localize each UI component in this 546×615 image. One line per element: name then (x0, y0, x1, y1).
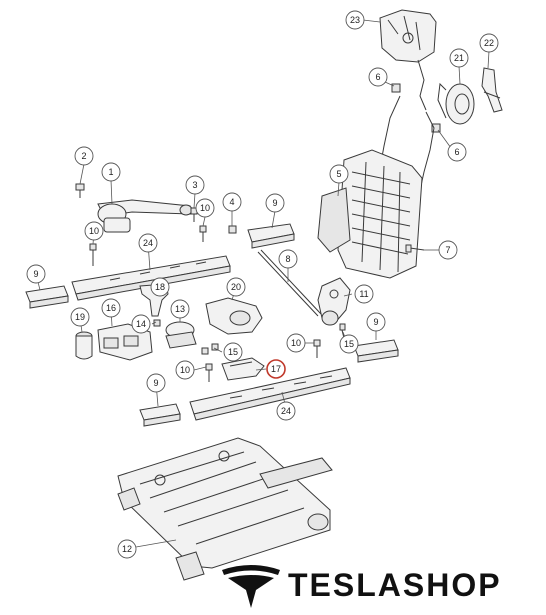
callout-2: 2 (74, 146, 94, 166)
callout-20: 20 (226, 277, 246, 297)
callout-24-upper: 24 (138, 233, 158, 253)
svg-text:9: 9 (272, 198, 277, 208)
svg-text:3: 3 (192, 180, 197, 190)
svg-text:6: 6 (454, 147, 459, 157)
callout-14: 14 (131, 314, 151, 334)
part-9-cover-d (139, 403, 181, 427)
part-8-torsion-rod (257, 249, 322, 317)
part-19-motor-cylinder (75, 331, 93, 360)
svg-text:22: 22 (484, 38, 494, 48)
part-13-motor (165, 321, 197, 349)
callout-6-lower: 6 (447, 142, 467, 162)
callout-10-b: 10 (84, 221, 104, 241)
part-14-screw (153, 319, 161, 327)
svg-text:10: 10 (291, 338, 301, 348)
tesla-t-logo-icon (222, 565, 280, 608)
part-5-backrest-frame (317, 149, 423, 279)
svg-text:19: 19 (75, 312, 85, 322)
callout-11: 11 (354, 284, 374, 304)
part-2-bolt (75, 183, 85, 198)
callouts: 23 22 21 6 6 5 7 2 1 3 10 4 9 10 24 8 9 … (26, 10, 499, 559)
callout-9-b: 9 (26, 264, 46, 284)
callout-9-a: 9 (265, 193, 285, 213)
part-12-seat-frame (117, 437, 333, 581)
callout-22: 22 (479, 33, 499, 53)
callout-16: 16 (101, 298, 121, 318)
svg-text:14: 14 (136, 319, 146, 329)
callout-23: 23 (345, 10, 365, 30)
svg-text:9: 9 (33, 269, 38, 279)
svg-text:9: 9 (373, 317, 378, 327)
part-10-screw-a (199, 225, 207, 242)
callout-15-b: 15 (339, 334, 359, 354)
part-24-rail-lower (189, 367, 351, 421)
part-17-bracket (221, 357, 265, 381)
svg-text:12: 12 (122, 544, 132, 554)
callout-9-c: 9 (366, 312, 386, 332)
part-15-screw-a (201, 343, 219, 355)
svg-text:10: 10 (200, 203, 210, 213)
callout-13: 13 (170, 299, 190, 319)
part-10-screw-b (89, 243, 97, 266)
svg-text:24: 24 (281, 406, 291, 416)
part-10-screw-d (313, 339, 321, 358)
part-9-cover-c (353, 339, 399, 363)
part-1-recliner-motor (97, 199, 193, 233)
callout-9-d: 9 (146, 373, 166, 393)
part-9-cover-a (247, 223, 295, 249)
svg-text:15: 15 (344, 339, 354, 349)
part-9-cover-b (25, 285, 69, 309)
svg-text:18: 18 (155, 282, 165, 292)
part-4-nut (228, 225, 237, 234)
callout-15-a: 15 (223, 342, 243, 362)
part-20-tilt-motor (205, 297, 263, 335)
svg-text:10: 10 (89, 226, 99, 236)
callout-6-upper: 6 (368, 67, 388, 87)
svg-text:9: 9 (153, 378, 158, 388)
part-23-lumbar-unit (379, 9, 437, 111)
svg-text:6: 6 (375, 72, 380, 82)
part-11-height-motor (317, 277, 351, 326)
callout-7: 7 (438, 240, 458, 260)
callout-5: 5 (329, 164, 349, 184)
callout-21: 21 (449, 48, 469, 68)
callout-10-a: 10 (195, 198, 215, 218)
callout-8: 8 (278, 249, 298, 269)
callout-1: 1 (101, 162, 121, 182)
svg-text:21: 21 (454, 53, 464, 63)
callout-3: 3 (185, 175, 205, 195)
svg-text:20: 20 (231, 282, 241, 292)
svg-text:11: 11 (359, 289, 368, 299)
callout-10-c: 10 (286, 333, 306, 353)
callout-10-d: 10 (175, 360, 195, 380)
part-6-clip-lower (431, 123, 441, 133)
svg-text:7: 7 (445, 245, 450, 255)
svg-text:10: 10 (180, 365, 190, 375)
part-10-screw-c (205, 363, 213, 382)
callout-17-highlighted: 17 (266, 359, 286, 379)
svg-text:13: 13 (175, 304, 185, 314)
callout-24-lower: 24 (276, 401, 296, 421)
svg-text:8: 8 (285, 254, 290, 264)
svg-text:24: 24 (143, 238, 153, 248)
svg-text:2: 2 (81, 151, 86, 161)
svg-text:15: 15 (228, 347, 238, 357)
part-22-bracket (481, 67, 503, 113)
callout-4: 4 (222, 192, 242, 212)
part-7-screw (405, 244, 425, 253)
svg-text:4: 4 (229, 197, 234, 207)
svg-text:23: 23 (350, 15, 360, 25)
part-21-motor (437, 82, 475, 125)
callout-19: 19 (70, 307, 90, 327)
callout-12: 12 (117, 539, 137, 559)
svg-text:1: 1 (108, 167, 113, 177)
part-6-clip-upper (391, 83, 401, 93)
svg-text:17: 17 (271, 364, 281, 374)
callout-18: 18 (150, 277, 170, 297)
svg-text:5: 5 (336, 169, 341, 179)
svg-text:16: 16 (106, 303, 116, 313)
brand-wordmark: TESLASHOP (288, 567, 502, 603)
